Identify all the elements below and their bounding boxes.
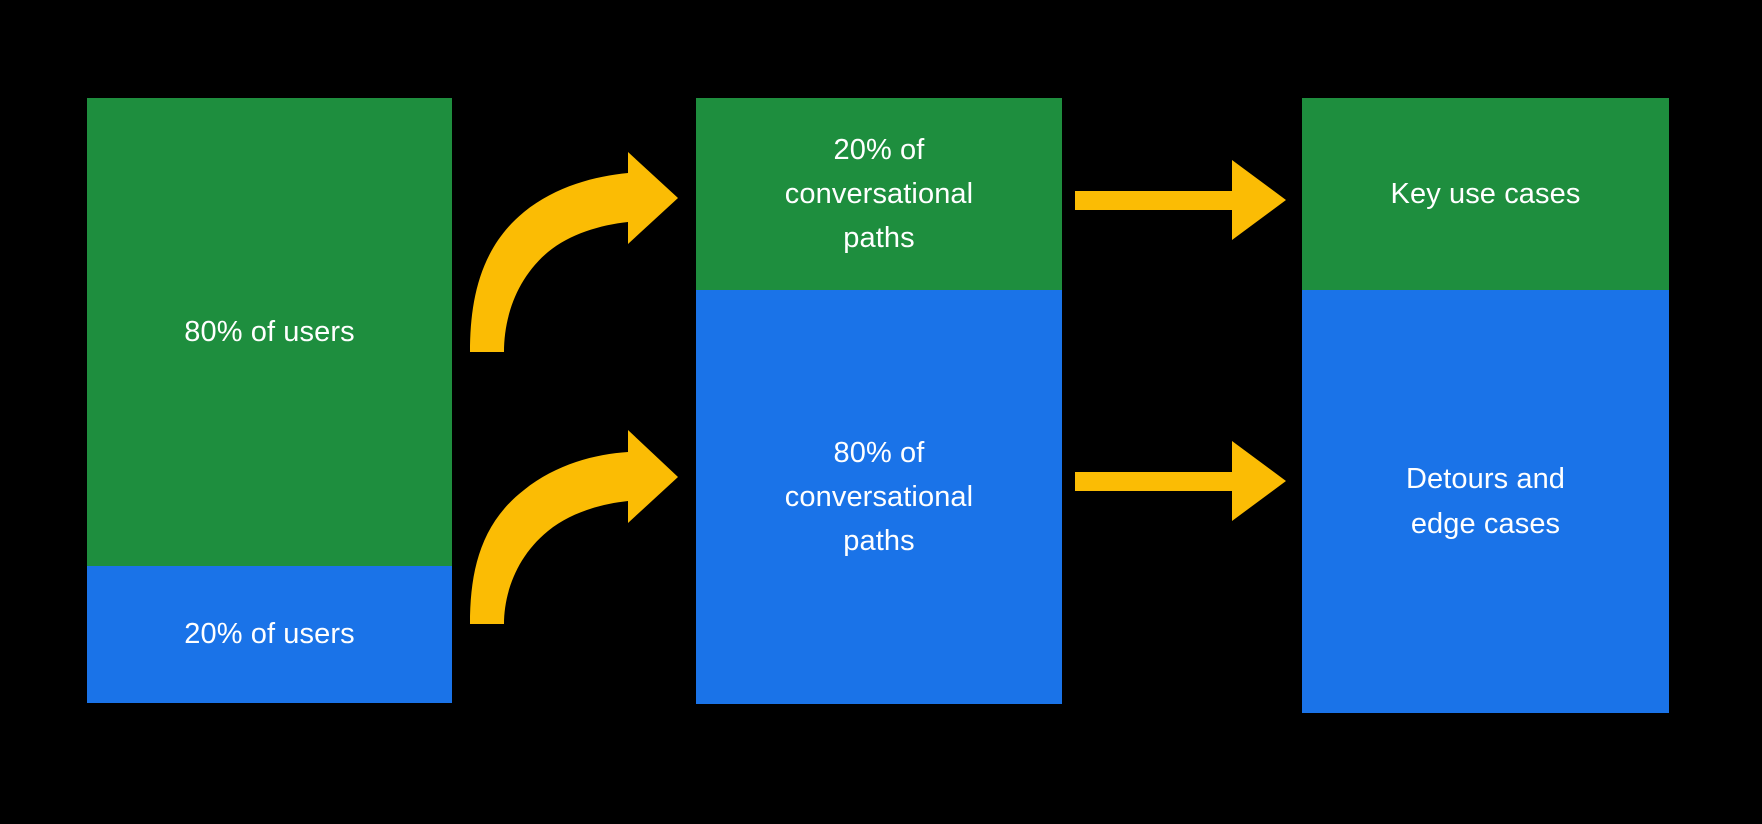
segment-label: Detours and edge cases — [1405, 463, 1566, 540]
curved-arrow-top-icon — [470, 152, 678, 352]
segment-20-percent-of-conversational-paths: 20% of conversational paths — [696, 98, 1062, 290]
curved-arrow-bottom-icon — [470, 430, 678, 624]
straight-arrow-bottom-icon — [1075, 441, 1286, 521]
segment-label: 20% of conversational paths — [784, 133, 974, 255]
segment-80-percent-of-users: 80% of users — [87, 98, 452, 566]
segment-20-percent-of-users: 20% of users — [87, 566, 452, 703]
segment-label: 80% of conversational paths — [784, 436, 974, 558]
segment-key-use-cases: Key use cases — [1302, 98, 1669, 290]
segment-label: Key use cases — [1390, 177, 1581, 210]
segment-label: 20% of users — [184, 618, 355, 651]
segment-detours-and-edge-cases: Detours and edge cases — [1302, 290, 1669, 713]
straight-arrow-top-icon — [1075, 160, 1286, 240]
segment-80-percent-of-conversational-paths: 80% of conversational paths — [696, 290, 1062, 704]
column-users: 80% of users 20% of users — [87, 98, 452, 703]
column-conversational-paths: 20% of conversational paths 80% of conve… — [696, 98, 1062, 704]
segment-label: 80% of users — [184, 315, 355, 348]
column-outcomes: Key use cases Detours and edge cases — [1302, 98, 1669, 713]
